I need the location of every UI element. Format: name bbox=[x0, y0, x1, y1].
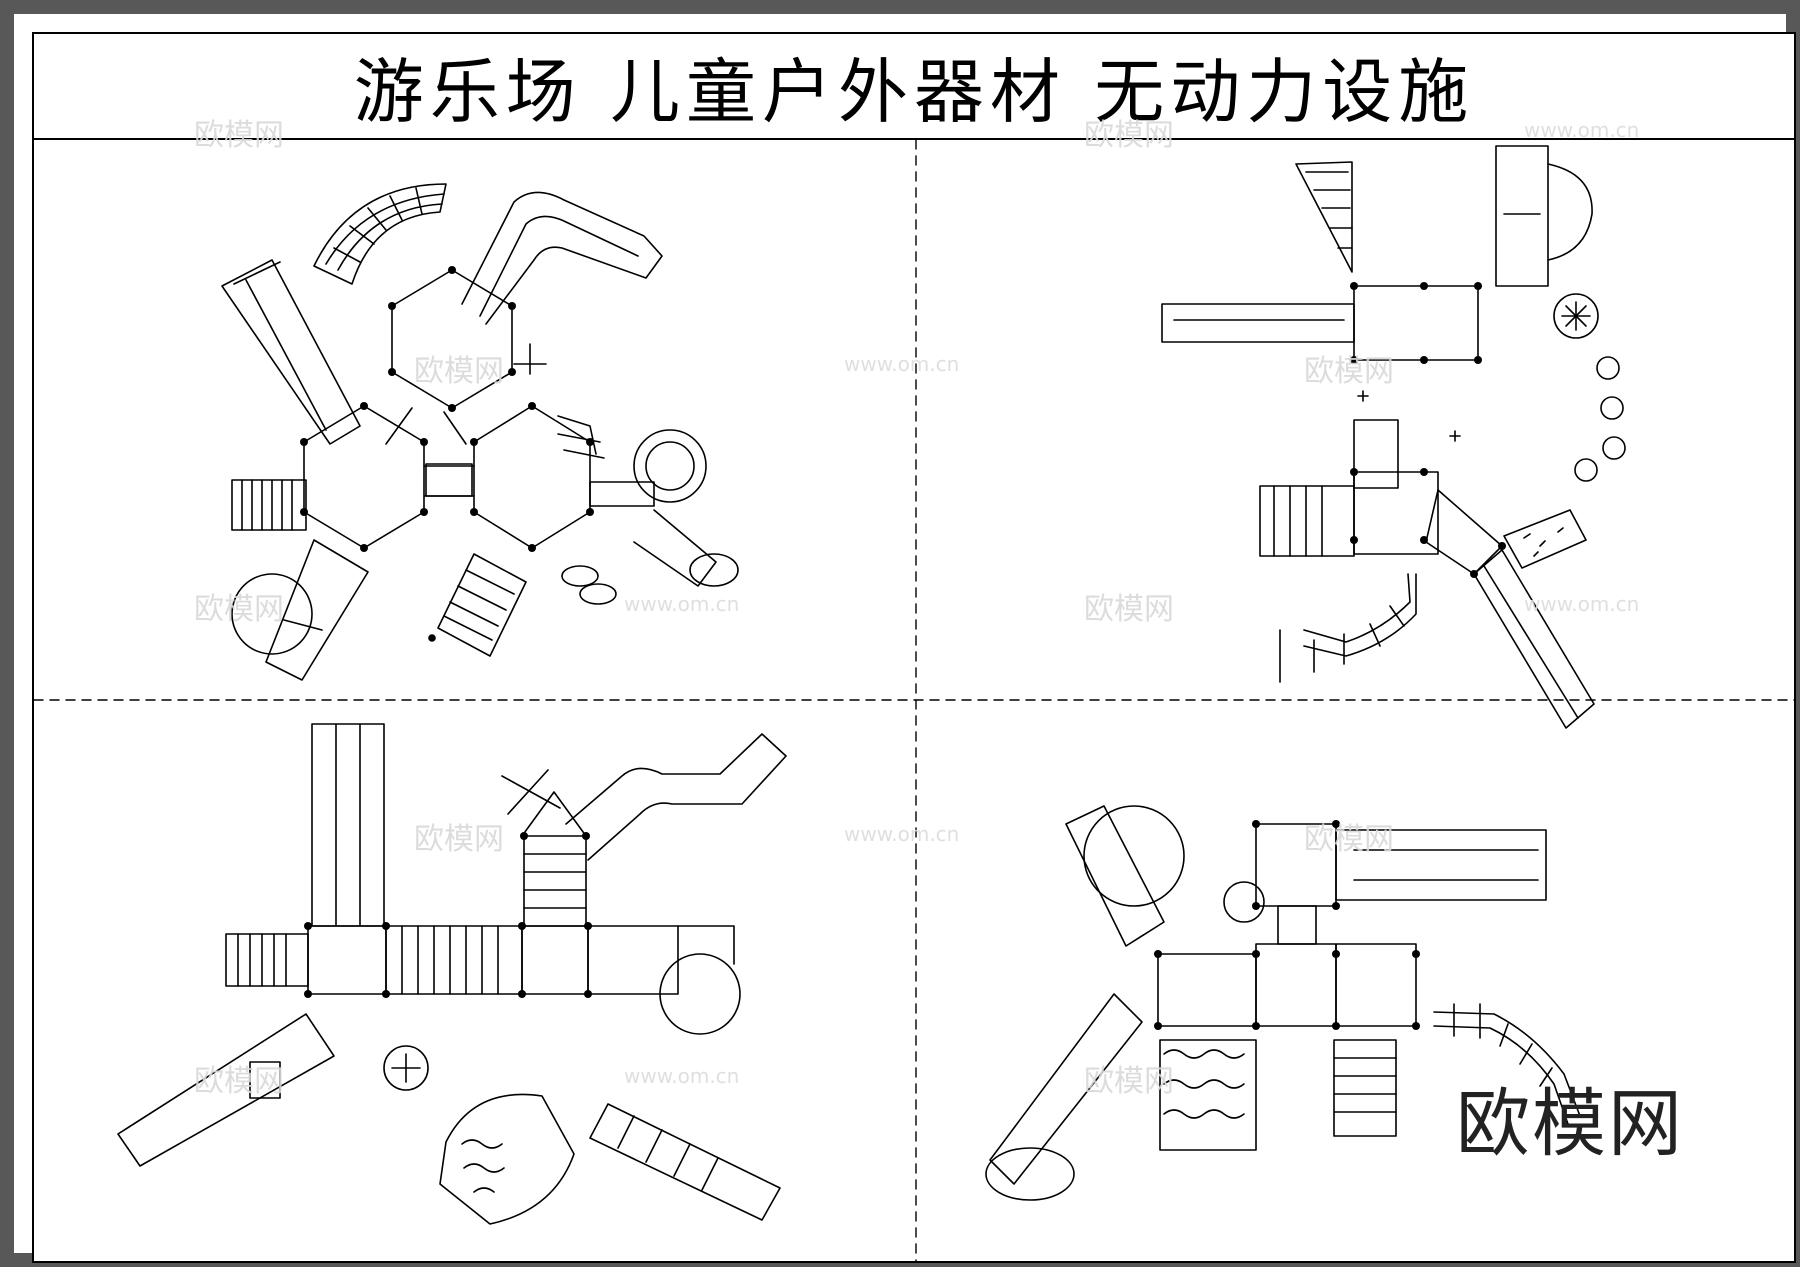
tube-slide bbox=[565, 733, 787, 861]
corner-logo: 欧模网 bbox=[1456, 1081, 1684, 1167]
plan-top-left bbox=[221, 183, 739, 681]
watermark-url: www.om.cn bbox=[844, 822, 960, 846]
spiral-slide-right bbox=[633, 429, 707, 503]
horizontal-ladder bbox=[1303, 573, 1417, 657]
deck-3 bbox=[1157, 953, 1257, 1027]
tube-slide bbox=[461, 191, 663, 325]
slide-right bbox=[1335, 829, 1547, 901]
slide-vertical bbox=[311, 723, 385, 927]
watermark: 欧模网 bbox=[194, 118, 284, 153]
plan-bottom-right bbox=[985, 805, 1581, 1201]
watermark-url: www.om.cn bbox=[1524, 592, 1640, 616]
ladder-bottom bbox=[437, 553, 527, 657]
watermark-url: www.om.cn bbox=[844, 352, 960, 376]
drawing-sheet: 游乐场 儿童户外器材 无动力设施 bbox=[32, 32, 1796, 1263]
ladder-diagonal bbox=[589, 1103, 781, 1221]
plan-top-right bbox=[1161, 145, 1626, 729]
spiral-slide bbox=[231, 573, 313, 655]
deck-left bbox=[307, 925, 387, 995]
slide-diagonal bbox=[117, 1013, 335, 1167]
watermark-url: www.om.cn bbox=[624, 1064, 740, 1088]
title-bar: 游乐场 儿童户外器材 无动力设施 bbox=[34, 34, 1794, 140]
tower-roof bbox=[521, 791, 587, 837]
watermark: 欧模网 bbox=[414, 822, 504, 857]
slide-diagonal bbox=[989, 993, 1143, 1185]
hex-platform-2 bbox=[303, 405, 425, 549]
watermark: 欧模网 bbox=[194, 1064, 284, 1099]
watermark: 欧模网 bbox=[1304, 822, 1394, 857]
climbing-net bbox=[557, 415, 605, 459]
watermark-url: www.om.cn bbox=[1524, 118, 1640, 142]
watermark: 欧模网 bbox=[1084, 118, 1174, 153]
rock-wall bbox=[439, 1093, 575, 1225]
deck-2 bbox=[1255, 943, 1337, 1027]
spinner-wheel bbox=[1553, 293, 1599, 339]
watermark: 欧模网 bbox=[414, 354, 504, 389]
drawing-title: 游乐场 儿童户外器材 无动力设施 bbox=[353, 50, 1475, 133]
watermark: 欧模网 bbox=[1084, 1064, 1174, 1099]
deck-middle bbox=[521, 925, 589, 995]
rock-climbing-wall bbox=[1503, 509, 1587, 569]
horizontal-ladder bbox=[1433, 1011, 1581, 1125]
ladder-climber bbox=[1295, 161, 1353, 273]
spiral-slide bbox=[1083, 805, 1185, 907]
slide-left bbox=[1161, 303, 1355, 343]
cad-plan-drawings bbox=[34, 139, 1794, 1261]
slide-diagonal bbox=[1473, 549, 1595, 729]
watermark-url: www.om.cn bbox=[624, 592, 740, 616]
fan-climber bbox=[313, 183, 447, 285]
stairs bbox=[1259, 485, 1355, 557]
watermark: 欧模网 bbox=[1084, 592, 1174, 627]
plan-bottom-left bbox=[117, 723, 787, 1225]
rock-wall bbox=[1159, 1039, 1257, 1151]
ladder-left bbox=[231, 479, 307, 531]
slide-top bbox=[1495, 145, 1549, 287]
watermark: 欧模网 bbox=[1304, 354, 1394, 389]
hex-platform-3 bbox=[473, 405, 591, 549]
watermark: 欧模网 bbox=[194, 592, 284, 627]
straight-slide bbox=[221, 259, 361, 445]
bridge bbox=[385, 925, 523, 995]
